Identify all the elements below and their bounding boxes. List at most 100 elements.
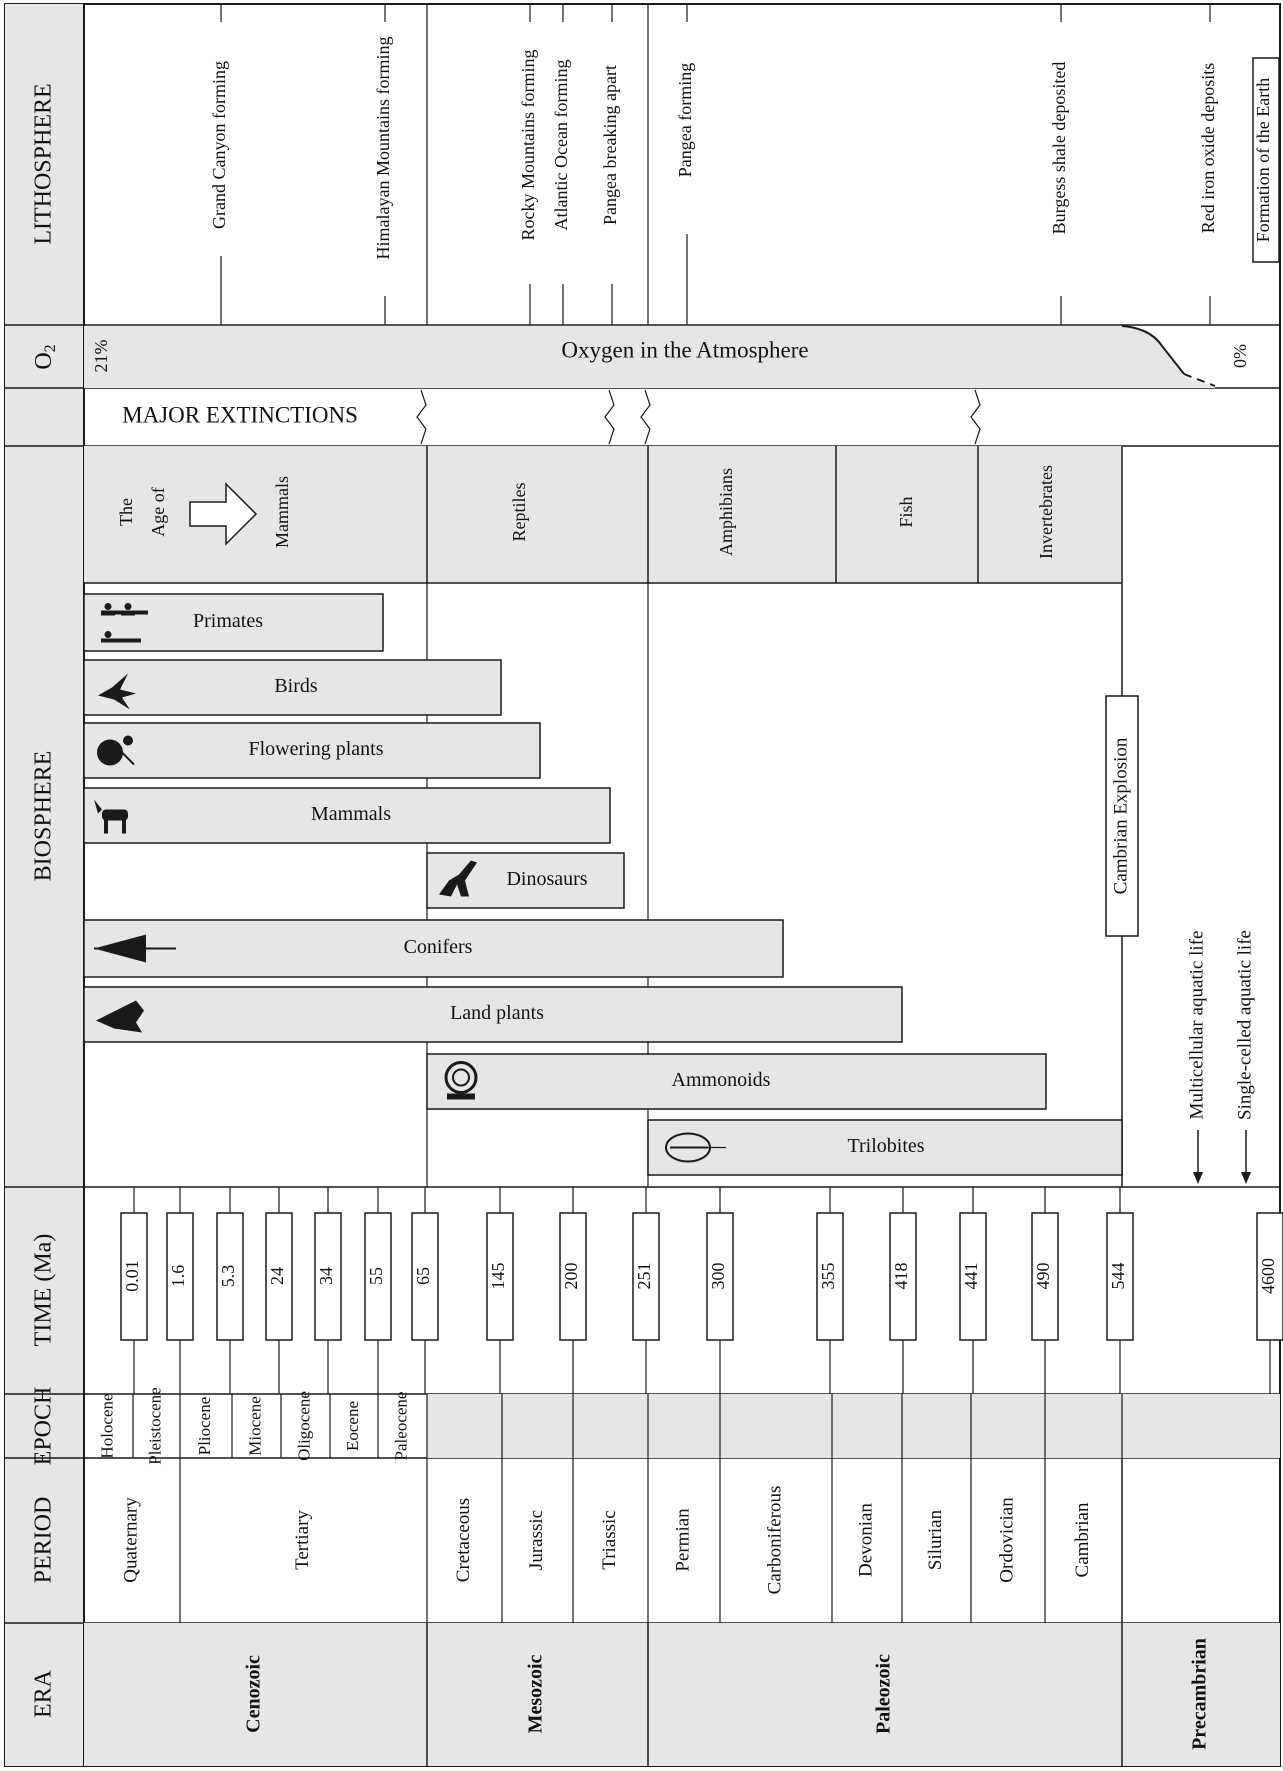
period-label: Jurassic xyxy=(526,1510,547,1570)
time-box xyxy=(959,1212,987,1341)
time-box xyxy=(1256,1212,1283,1341)
life-bar-label: Birds xyxy=(274,675,318,697)
life-bar-label: Land plants xyxy=(450,1002,544,1024)
plant-flower xyxy=(123,735,133,746)
label-column xyxy=(5,4,84,1766)
time-box xyxy=(364,1212,392,1341)
oxygen-label: Oxygen in the Atmosphere xyxy=(561,337,808,362)
time-value: 544 xyxy=(1108,1263,1128,1290)
period-label: Ordovician xyxy=(996,1497,1017,1583)
row-header: BIOSPHERE xyxy=(31,751,57,882)
mammal-leg xyxy=(104,819,108,834)
time-box xyxy=(1106,1212,1134,1341)
oxygen-low-label: 0% xyxy=(1230,344,1250,368)
time-value: 441 xyxy=(961,1263,981,1290)
extinctions-label: MAJOR EXTINCTIONS xyxy=(122,402,358,427)
time-box xyxy=(486,1212,514,1341)
epoch-label: Holocene xyxy=(97,1393,116,1458)
period-label: Cretaceous xyxy=(453,1498,474,1582)
lithosphere-label: Rocky Mountains forming xyxy=(518,50,538,241)
dinosaur-shape xyxy=(439,860,477,897)
life-bar xyxy=(426,1053,1047,1110)
conifer-icon xyxy=(94,934,176,963)
time-value: 1.6 xyxy=(168,1265,188,1288)
life-bar xyxy=(83,986,903,1043)
plant-stem xyxy=(119,749,135,766)
row-header: LITHOSPHERE xyxy=(31,83,57,244)
aquatic-label: Multicellular aquatic life xyxy=(1186,931,1207,1120)
time-value: 418 xyxy=(891,1263,911,1290)
time-box xyxy=(166,1212,194,1341)
oxygen-curve-dashed xyxy=(1183,373,1216,387)
primates-icon xyxy=(101,603,148,643)
time-box xyxy=(816,1212,844,1341)
extinction-marker xyxy=(604,389,615,445)
row-header: EPOCH xyxy=(31,1387,57,1466)
lithosphere-label: Pangea breaking apart xyxy=(600,65,620,225)
aquatic-label: Single-celled aquatic life xyxy=(1234,930,1255,1120)
mammal-icon xyxy=(94,799,128,834)
extinction-marker xyxy=(970,389,981,445)
era-row-bg xyxy=(84,1623,1280,1766)
formation-box xyxy=(1252,57,1280,263)
era-label: Paleozoic xyxy=(873,1654,895,1734)
age-of-fish: Fish xyxy=(896,496,916,527)
time-box xyxy=(120,1212,148,1341)
time-value: 55 xyxy=(366,1267,386,1285)
time-value: 251 xyxy=(634,1263,654,1290)
time-box xyxy=(632,1212,660,1341)
era-label: Mesozoic xyxy=(525,1654,547,1733)
extinction-marker xyxy=(416,389,427,445)
time-box xyxy=(314,1212,342,1341)
lithosphere-label: Atlantic Ocean forming xyxy=(551,60,571,231)
period-label: Cambrian xyxy=(1072,1502,1093,1577)
time-box xyxy=(265,1212,293,1341)
time-value: 145 xyxy=(488,1263,508,1290)
row-header: ERA xyxy=(31,1669,57,1718)
conifer-foliage xyxy=(94,934,146,963)
dinosaur-icon xyxy=(439,860,477,897)
fern-icon xyxy=(96,1000,144,1033)
life-bar xyxy=(83,659,502,716)
row-header: TIME (Ma) xyxy=(31,1234,57,1347)
lithosphere-label: Pangea forming xyxy=(675,63,695,177)
ammonite-base xyxy=(447,1093,475,1100)
cambrian-explosion-label: Cambrian Explosion xyxy=(1110,737,1131,894)
age-band xyxy=(84,446,1122,583)
life-bar xyxy=(83,919,784,978)
life-bar xyxy=(647,1119,1123,1176)
life-bar-label: Conifers xyxy=(404,936,473,958)
primate-body xyxy=(121,610,135,616)
time-value: 490 xyxy=(1033,1263,1053,1290)
extinction-marker xyxy=(640,389,651,445)
primate-body xyxy=(101,638,141,643)
primate-head xyxy=(124,603,132,610)
o2-label: O xyxy=(31,352,57,369)
primate-head xyxy=(104,631,112,638)
time-box xyxy=(216,1212,244,1341)
mammal-body xyxy=(102,809,128,821)
life-bar-label: Flowering plants xyxy=(249,738,384,760)
primate-head xyxy=(104,603,112,610)
lithosphere-label: Formation of the Earth xyxy=(1253,78,1273,242)
life-bar-label: Trilobites xyxy=(847,1135,924,1157)
ammonite-icon xyxy=(444,1061,478,1100)
lithosphere-label: Grand Canyon forming xyxy=(209,61,229,229)
era-label: Precambrian xyxy=(1189,1638,1211,1750)
life-bar-label: Dinosaurs xyxy=(506,868,587,890)
ammonite-shell xyxy=(444,1061,478,1094)
single-celled-arrow-head xyxy=(1241,1172,1251,1184)
flowering-plant-icon xyxy=(97,735,135,766)
time-value: 300 xyxy=(708,1263,728,1290)
oxygen-high-label: 21% xyxy=(91,340,111,373)
life-bar-label: Primates xyxy=(193,610,263,632)
primate-body xyxy=(101,610,115,616)
epoch-label: Oligocene xyxy=(294,1391,313,1461)
time-box xyxy=(411,1212,439,1341)
epoch-label: Paleocene xyxy=(391,1392,410,1461)
epoch-row-bg-pre xyxy=(1122,1394,1280,1458)
period-label: Quaternary xyxy=(120,1497,141,1583)
age-of-the: The xyxy=(116,498,136,526)
fern-frond xyxy=(96,1000,144,1033)
